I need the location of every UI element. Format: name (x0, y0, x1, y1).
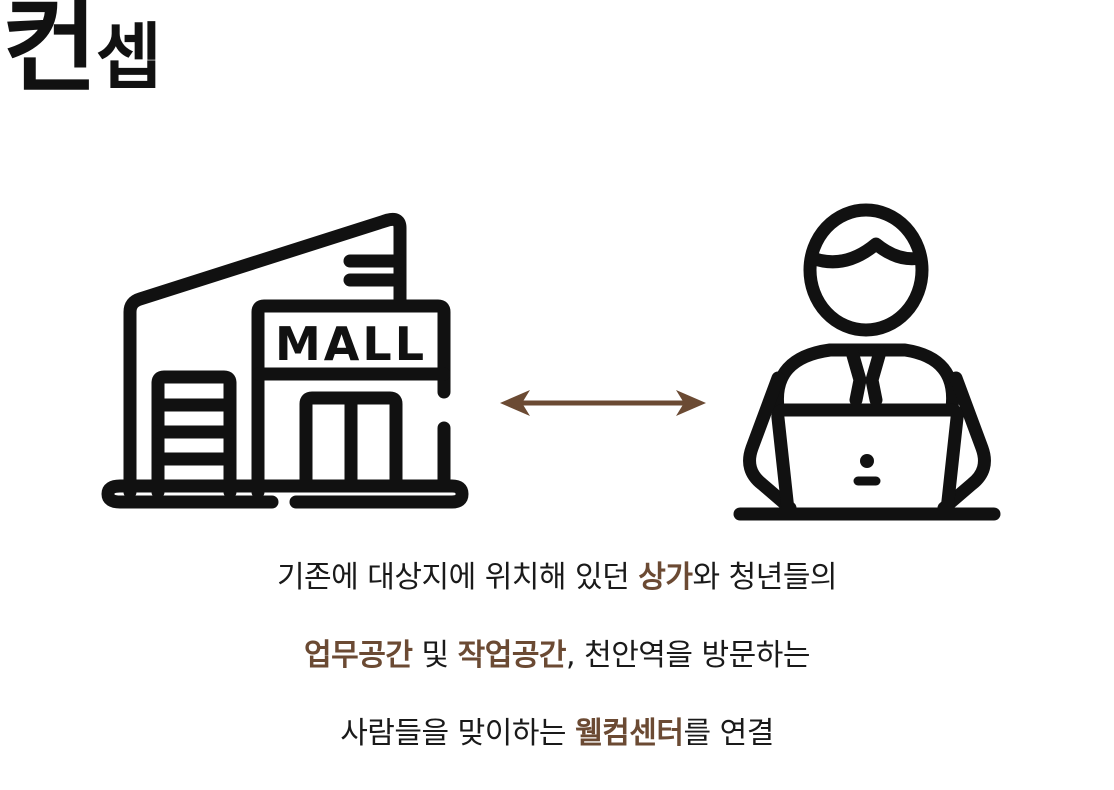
store-sign-text: MALL (275, 317, 427, 371)
mall-store-icon (101, 212, 469, 509)
caption-highlight: 웰컴센터 (575, 716, 684, 751)
caption-line-2: 업무공간 및 작업공간, 천안역을 방문하는 (0, 634, 1114, 678)
double-arrow-icon (500, 390, 706, 416)
caption-highlight: 작업공간 (457, 638, 567, 673)
page-title-part1: 컨 (2, 0, 98, 107)
caption-line-1: 기존에 대상지에 위치해 있던 상가와 청년들의 (0, 556, 1114, 600)
caption-highlight: 업무공간 (304, 638, 413, 673)
caption-text: 기존에 대상지에 위치해 있던 (276, 560, 639, 595)
caption-text: 와 청년들의 (692, 560, 838, 595)
caption-text: 를 연결 (683, 716, 774, 751)
person-laptop-icon (733, 203, 1001, 521)
page-title-part2: 셉 (95, 15, 162, 99)
caption-text: 및 (412, 638, 458, 673)
page-title: 컨셉 (2, 0, 162, 98)
concept-diagram: MALL (101, 203, 1001, 521)
laptop-logo-dot (860, 454, 874, 468)
caption-text: , 천안역을 방문하는 (566, 638, 810, 673)
caption-highlight: 상가 (638, 560, 693, 595)
caption-line-3: 사람들을 맞이하는 웰컴센터를 연결 (0, 712, 1114, 756)
caption: 기존에 대상지에 위치해 있던 상가와 청년들의 업무공간 및 작업공간, 천안… (0, 556, 1114, 790)
caption-text: 사람들을 맞이하는 (340, 716, 576, 751)
